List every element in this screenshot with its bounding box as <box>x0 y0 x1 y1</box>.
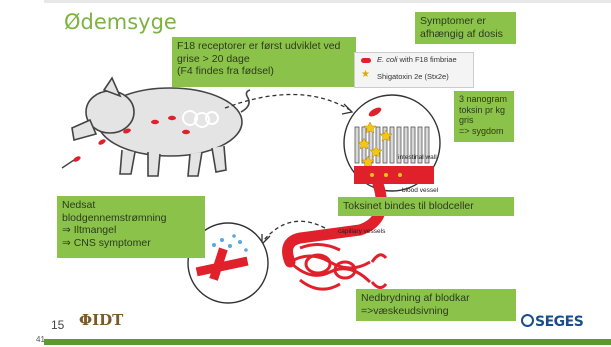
toxin-binds-note: Toksinet bindes til blodceller <box>338 197 514 216</box>
idt-logo: ΦIDT <box>79 311 123 329</box>
seges-logo-icon <box>521 314 534 327</box>
legend-ecoli: E. coli <box>377 55 397 64</box>
capillary-label: capillary vessels <box>338 228 386 235</box>
bottom-bar <box>44 339 611 345</box>
breakdown-note: Nedbrydning af blodkar =>væskeudsivning <box>356 289 516 321</box>
seges-logo: SEGES <box>521 314 583 330</box>
stx-star-icon: ★ <box>361 69 370 80</box>
main-blood-vessel <box>288 184 382 262</box>
intestinal-wall-label: intestinal wall <box>398 154 437 161</box>
pig-illustration <box>72 78 250 176</box>
dashed-arrow-top <box>225 94 350 110</box>
nanogram-note: 3 nanogram toksin pr kg gris => sygdom <box>454 91 514 142</box>
page-number: 15 <box>51 318 64 332</box>
capillary-network <box>290 244 386 289</box>
ecoli-legend-icon <box>361 58 371 63</box>
entry-arrow <box>62 160 74 168</box>
blood-vessel-label: blood vessel <box>402 187 439 194</box>
dose-note: Symptomer er afhængig af dosis <box>415 12 516 44</box>
receptor-note: F18 receptorer er først udviklet ved gri… <box>172 37 356 87</box>
bloodflow-note: Nedsat blodgennemstrømning ⇒ Iltmangel ⇒… <box>57 196 205 258</box>
legend-ecoli-suffix: with F18 fimbriae <box>397 55 456 64</box>
legend-box: E. coli with F18 fimbriae ★ Shigatoxin 2… <box>354 52 474 88</box>
legend-stx: Shigatoxin 2e (Stx2e) <box>377 72 449 81</box>
blood-vessel-band <box>354 166 434 184</box>
